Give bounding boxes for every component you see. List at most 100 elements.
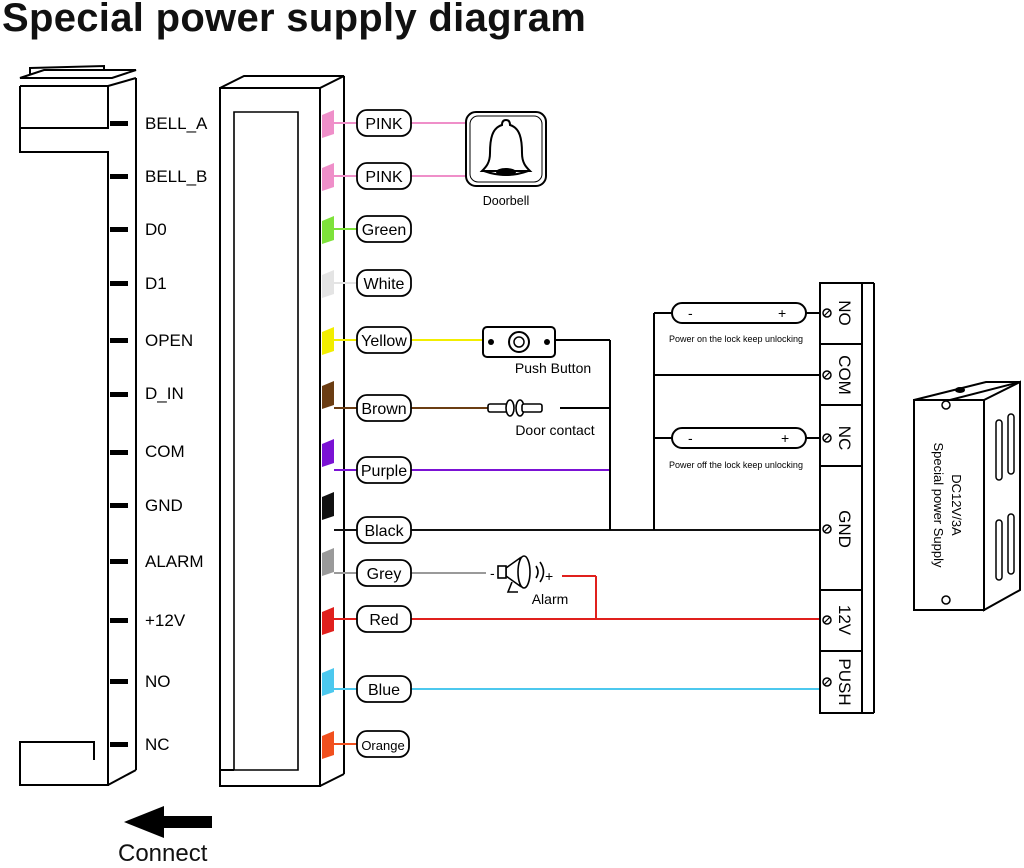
siren-icon: [497, 555, 545, 593]
color-label-box: [356, 109, 412, 137]
pin-label-gnd: GND: [145, 496, 183, 515]
color-label-box: [356, 326, 412, 354]
lock-no-note: Power on the lock keep unlocking: [669, 334, 803, 344]
color-label-box: [356, 394, 412, 422]
pin-tick: [110, 227, 128, 232]
circuit-wiring: [555, 312, 822, 530]
color-label-pink: PINK: [365, 169, 403, 186]
wire-swatch: [322, 668, 334, 696]
color-label-grey: Grey: [367, 566, 402, 583]
pin-label-bella: BELL_A: [145, 114, 208, 133]
lock-nc-minus: -: [688, 430, 693, 446]
door-contact-label: Door contact: [515, 422, 594, 438]
wire-swatch: [322, 548, 334, 576]
wire-swatch: [322, 607, 334, 635]
alarm-plus-sign: +: [545, 568, 553, 584]
wire-swatch: [322, 381, 334, 409]
pin-tick: [110, 392, 128, 397]
pin-tick: [110, 742, 128, 747]
color-label-box: [356, 516, 412, 544]
bell-icon: [479, 118, 533, 176]
doorbell: Doorbell: [465, 111, 547, 208]
terminal-label-com: COM: [835, 355, 854, 395]
lock-no-minus: -: [688, 305, 693, 321]
connect-arrow-icon: [124, 806, 212, 838]
lock-nc-note: Power off the lock keep unlocking: [669, 460, 803, 470]
color-label-purple: Purple: [361, 463, 407, 480]
pin-label-open: OPEN: [145, 331, 193, 350]
color-label-box: [356, 269, 412, 297]
color-label-blue: Blue: [368, 682, 400, 699]
pin-labels: BELL_ABELL_BD0D1OPEND_INCOMGNDALARM+12VN…: [145, 114, 208, 754]
push-button: Push Button: [482, 326, 591, 376]
color-label-box: [356, 215, 412, 243]
wire-swatch: [322, 270, 334, 298]
lock-no: - + Power on the lock keep unlocking: [669, 302, 807, 344]
pin-tick: [110, 450, 128, 455]
connector-body: [219, 75, 345, 787]
power-supply-rating: DC12V/3A: [949, 474, 964, 536]
wire-swatch: [322, 731, 334, 759]
color-label-white: White: [364, 276, 405, 293]
terminal-screws: [822, 308, 832, 687]
alarm-label: Alarm: [532, 591, 569, 607]
color-label-orange: Orange: [361, 738, 404, 753]
pin-label-bellb: BELL_B: [145, 167, 207, 186]
pin-label-d1: D1: [145, 274, 167, 293]
pin-tick: [110, 679, 128, 684]
pin-label-din: D_IN: [145, 384, 184, 403]
wire-swatch: [322, 492, 334, 520]
pin-label-com: COM: [145, 442, 185, 461]
pin-label-nc: NC: [145, 735, 170, 754]
color-label-box: [356, 605, 412, 633]
pin-label-no: NO: [145, 672, 171, 691]
controller-body: [19, 64, 137, 786]
terminal-block: [819, 282, 875, 714]
terminal-label-gnd: GND: [835, 510, 854, 548]
wire-swatches: [322, 110, 334, 759]
alarm: - + Alarm: [490, 555, 569, 607]
pin-label-alarm: ALARM: [145, 552, 204, 571]
wire-swatch: [322, 327, 334, 355]
lock-nc-plus: +: [781, 430, 789, 446]
push-button-label: Push Button: [515, 360, 591, 376]
color-label-brown: Brown: [361, 401, 406, 418]
color-label-black: Black: [364, 523, 404, 540]
terminal-labels: NO COM NC GND 12V PUSH: [835, 300, 854, 705]
alarm-minus-sign: -: [490, 565, 495, 581]
pin-tick: [110, 174, 128, 179]
lock-nc: - + Power off the lock keep unlocking: [669, 427, 807, 470]
diagram-title: Special power supply diagram: [2, 0, 587, 40]
color-label-box: [356, 730, 410, 758]
power-supply: DC12V/3A Special power Supply: [913, 380, 1021, 612]
doorbell-label: Doorbell: [483, 194, 530, 208]
pin-label-12v: +12V: [145, 611, 186, 630]
terminal-label-no: NO: [835, 300, 854, 326]
color-label-yellow: Yellow: [361, 333, 407, 350]
pin-tick: [110, 338, 128, 343]
pin-tick: [110, 503, 128, 508]
alarm-power-wire: [562, 575, 597, 619]
terminal-label-12v: 12V: [835, 605, 854, 636]
pin-tick: [110, 559, 128, 564]
pin-tick: [110, 618, 128, 623]
connect-label: Connect: [118, 840, 208, 867]
wire-swatch: [322, 110, 334, 138]
lock-no-plus: +: [778, 305, 786, 321]
wire-swatch: [322, 439, 334, 467]
lock-no-symbol: [671, 302, 807, 324]
door-contact-icon: [487, 399, 543, 417]
wire-swatch: [322, 216, 334, 244]
color-label-box: [356, 559, 412, 587]
wire-lines: [334, 122, 820, 745]
color-label-red: Red: [369, 612, 398, 629]
terminal-label-push: PUSH: [835, 658, 854, 705]
pin-tick: [110, 281, 128, 286]
color-label-green: Green: [362, 222, 406, 239]
color-label-pink: PINK: [365, 116, 403, 133]
terminal-label-nc: NC: [835, 426, 854, 451]
power-supply-name: Special power Supply: [931, 442, 946, 568]
door-contact: Door contact: [487, 399, 595, 438]
pin-ticks: [110, 121, 128, 747]
